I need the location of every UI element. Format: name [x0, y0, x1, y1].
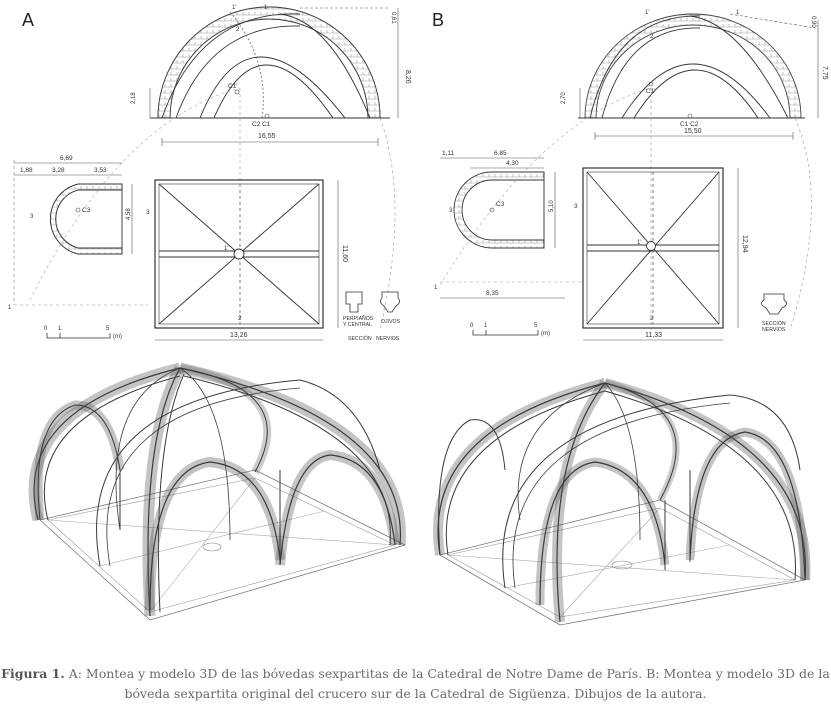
figure-caption: Figura 1. A: Montea y modelo 3D de las b… — [0, 664, 831, 714]
panel-a-center-c3 — [75, 207, 81, 213]
panel-a-point-2: 2 — [236, 27, 240, 33]
panel-b-plan-point-2: 2 — [650, 315, 654, 322]
panel-a-side-profile — [13, 160, 148, 306]
panel-b-plan — [582, 167, 739, 341]
panel-a-scale-bar — [46, 333, 111, 339]
panel-a-plan-point-2: 2 — [238, 315, 242, 322]
panel-b-dim-small-top: 0,90 — [810, 16, 816, 28]
panel-b-center-c3 — [489, 207, 495, 213]
panel-b-dim-side-a: 1,11 — [442, 150, 455, 157]
panel-b-dim-side-b: 4,30 — [506, 160, 519, 167]
panel-b-side-point-3: 3 — [449, 208, 453, 214]
panel-b-dim-side-total: 6,85 — [494, 150, 507, 157]
panel-a-rib-sections — [345, 291, 400, 313]
panel-a-scale-one: 1 — [58, 326, 62, 332]
panel-b-point-c3: C3 — [496, 201, 505, 208]
panel-b-dim-plan-height: 12,94 — [741, 235, 748, 253]
panel-a-3d-model — [28, 362, 406, 621]
panel-a-point-c2c1: C2 C1 — [252, 121, 271, 128]
panel-b-scale-one: 1 — [484, 323, 488, 329]
panel-a-point-1: 1 — [264, 5, 268, 11]
panel-b-point-2: 2 — [650, 34, 654, 40]
panel-b-dim-side-depth: 5,10 — [549, 200, 555, 212]
panel-a-drawing: A 16,55 8,26 0,61 2,18 — [8, 5, 411, 342]
panel-a-scale-five: 5 — [106, 326, 110, 332]
panel-a-dim-height: 8,26 — [404, 70, 411, 84]
panel-a-letter: A — [22, 10, 34, 30]
panel-a-scale-unit: (m) — [113, 334, 122, 340]
panel-b-scale-bar — [472, 330, 539, 336]
panel-a-dim-plan-width: 13,26 — [230, 332, 248, 339]
figure-canvas: A 16,55 8,26 0,61 2,18 — [8, 5, 828, 626]
panel-a-plan-point-3: 3 — [146, 209, 150, 216]
panel-a-legend-perpianos: PERPIAÑOS — [343, 315, 374, 322]
panel-a-legend-seccion: SECCIÓN — [348, 335, 372, 342]
panel-b-plan-point-3: 3 — [574, 203, 578, 210]
caption-lead: Figura 1. — [1, 666, 65, 681]
panel-a-scale-zero: 0 — [44, 326, 48, 332]
panel-a-dim-span-top: 16,55 — [258, 133, 276, 140]
panel-b-3d-model — [433, 378, 811, 626]
panel-b-scale-zero: 0 — [470, 323, 474, 329]
panel-b-legend-seccion: SECCIÓN — [762, 320, 786, 327]
panel-b-side-profile — [440, 157, 583, 299]
panel-b-dim-plan-width: 11,33 — [645, 332, 662, 339]
panel-b-scale-unit: (m) — [541, 331, 550, 337]
panel-a-section — [150, 6, 390, 119]
panel-b-dim-lines — [439, 13, 819, 331]
panel-b-side-point-1: 1 — [434, 285, 438, 291]
panel-a-legend-y-central: Y CENTRAL — [343, 322, 372, 328]
panel-a-dim-left-h: 2,18 — [131, 92, 137, 104]
panel-a-dim-side-c: 3,53 — [94, 167, 107, 174]
panel-a-dim-side-depth: 4,58 — [126, 208, 132, 220]
panel-b-point-c1c2: C1 C2 — [680, 121, 699, 128]
panel-b-legend-nervios: NERVIOS — [762, 327, 786, 333]
panel-b-scale-five: 5 — [534, 323, 538, 329]
panel-b-dim-span-top: 15,50 — [684, 128, 702, 135]
panel-b-letter: B — [432, 10, 444, 30]
caption-text: A: Montea y modelo 3D de las bóvedas sex… — [64, 666, 830, 701]
panel-a-center-c1 — [264, 113, 270, 119]
panel-a-center-c1p — [234, 89, 240, 95]
panel-a-legend-ojivos: OJIVOS — [381, 319, 401, 325]
panel-b-point-1: 1 — [736, 10, 740, 16]
panel-a-plan-point-1p: 1' — [224, 246, 228, 252]
panel-b-point-1p: 1' — [645, 10, 649, 16]
panel-a-side-point-3: 3 — [30, 214, 34, 220]
panel-a-dim-small-top: 0,61 — [390, 12, 396, 24]
panel-a-side-point-1: 1 — [8, 305, 12, 311]
panel-a-point-1p: 1' — [232, 5, 236, 11]
panel-a-point-c3: C3 — [82, 207, 91, 214]
panel-a-point-c1p: C1' — [228, 83, 238, 90]
panel-b-dim-side-bottom: 8,35 — [486, 290, 499, 297]
panel-a-dim-side-b: 3,28 — [52, 167, 65, 174]
panel-b-drawing: B 15,50 7,75 0,90 2,70 C1' C1 C2 1' — [432, 10, 828, 341]
panel-b-dim-height: 7,75 — [821, 66, 828, 80]
panel-b-point-c1p: C1' — [646, 88, 656, 95]
panel-b-dim-left-h: 2,70 — [561, 92, 567, 104]
panel-b-section — [578, 13, 805, 119]
panel-b-center-c1 — [687, 113, 693, 119]
panel-b-plan-point-1p: 1' — [637, 240, 641, 246]
panel-a-dim-side-a: 1,88 — [20, 167, 33, 174]
panel-b-rib-section — [761, 293, 787, 315]
panel-a-dim-plan-height: 11,60 — [341, 245, 348, 262]
panel-a-legend-nervios: NERVIOS — [376, 336, 400, 342]
panel-a-plan — [154, 179, 339, 341]
panel-a-dim-side-total: 6,69 — [60, 155, 73, 162]
panel-b-center-c1p — [648, 81, 654, 87]
